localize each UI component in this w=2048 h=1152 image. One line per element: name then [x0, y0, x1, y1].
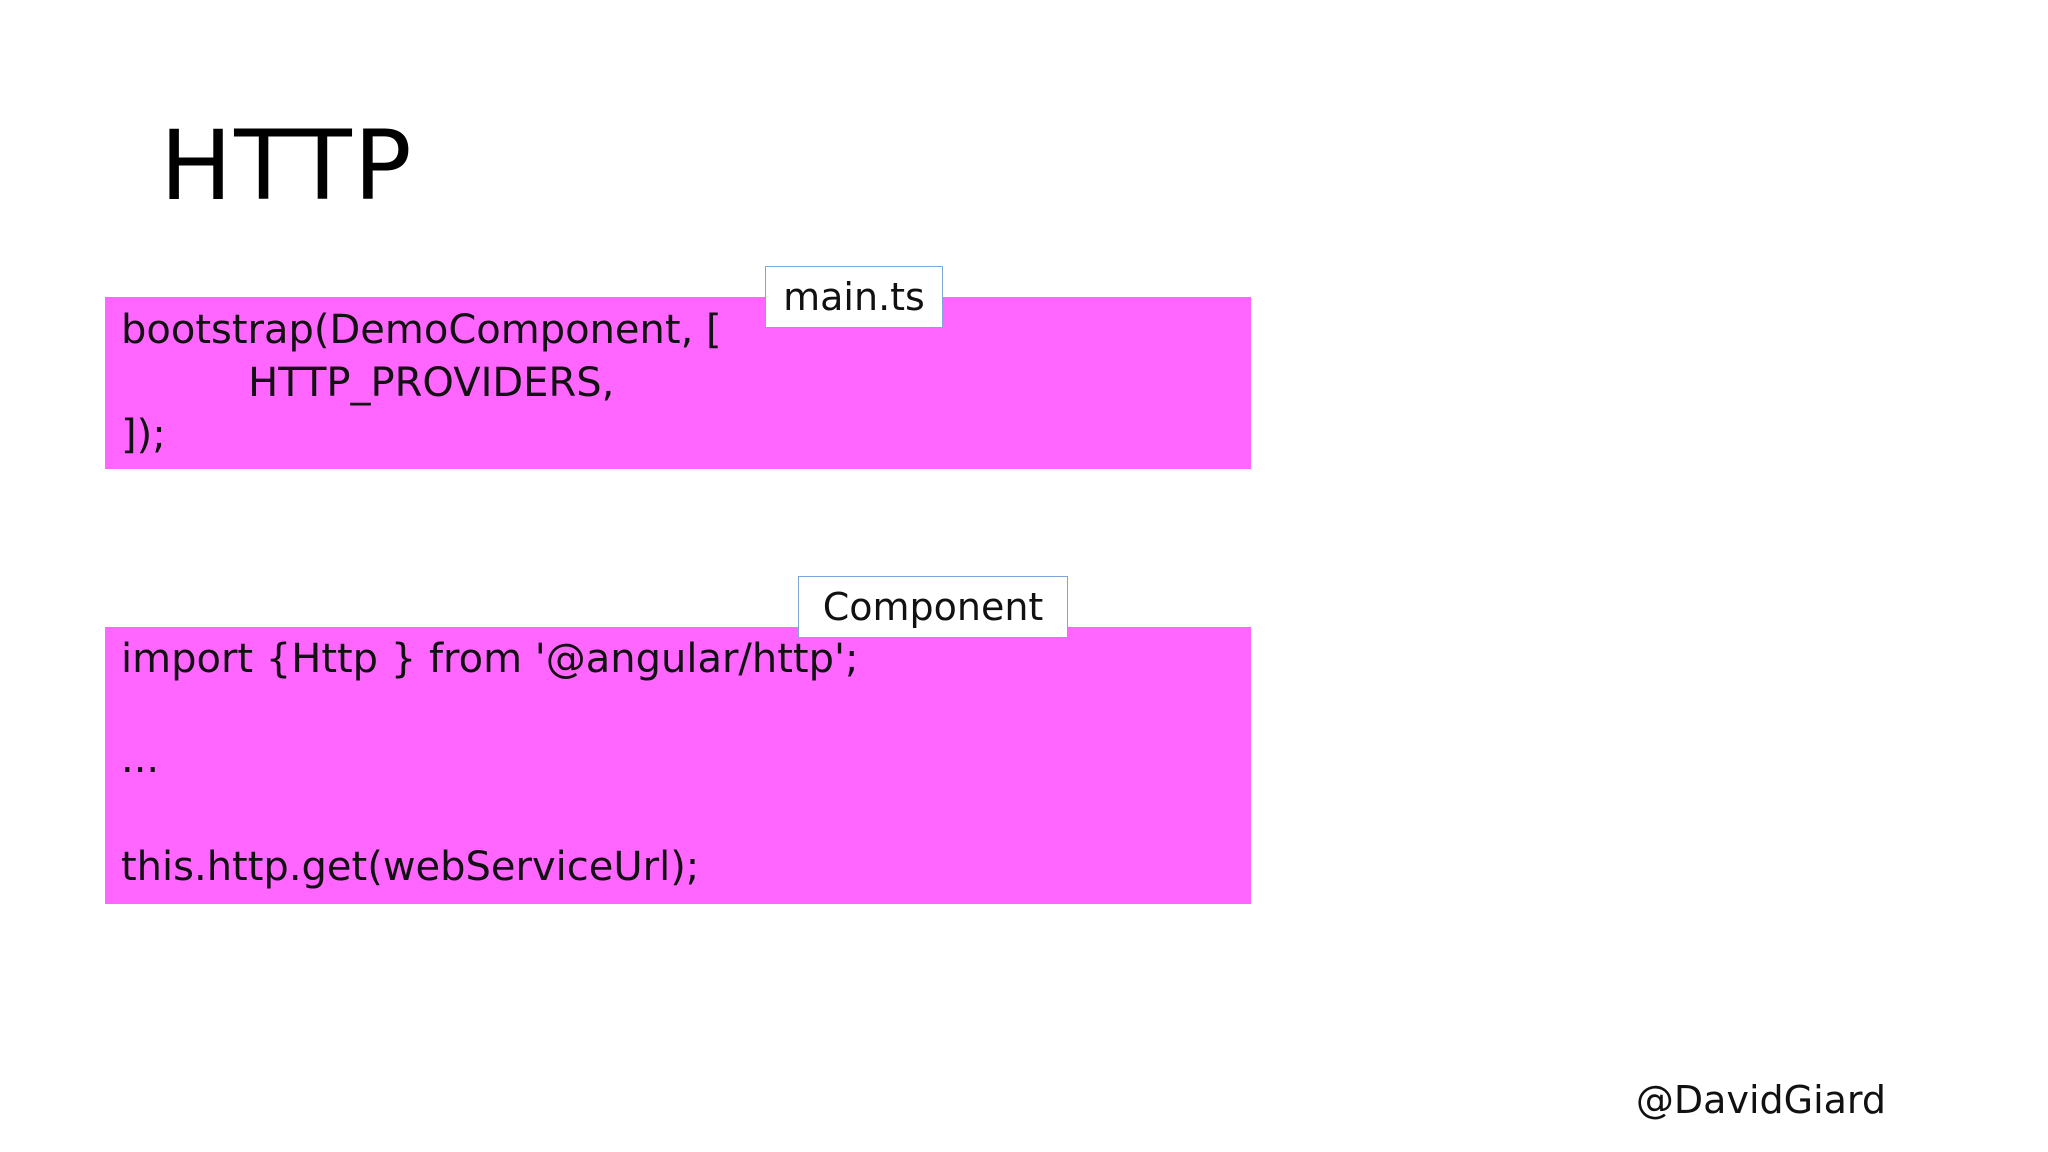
code-block-main-ts: bootstrap(DemoComponent, [ HTTP_PROVIDER…	[105, 297, 1251, 469]
code-block-component: import {Http } from '@angular/http'; ...…	[105, 627, 1251, 904]
author-handle: @DavidGiard	[1635, 1078, 1886, 1122]
code-line: ...	[121, 736, 160, 782]
code-line: import {Http } from '@angular/http';	[121, 636, 859, 682]
file-tag-main-ts: main.ts	[765, 266, 943, 328]
code-line: ]);	[121, 412, 166, 458]
code-line: this.http.get(webServiceUrl);	[121, 844, 700, 890]
code-line: HTTP_PROVIDERS,	[121, 360, 615, 406]
slide-title: HTTP	[160, 110, 414, 222]
file-tag-component: Component	[798, 576, 1068, 638]
code-line: bootstrap(DemoComponent, [	[121, 307, 722, 353]
